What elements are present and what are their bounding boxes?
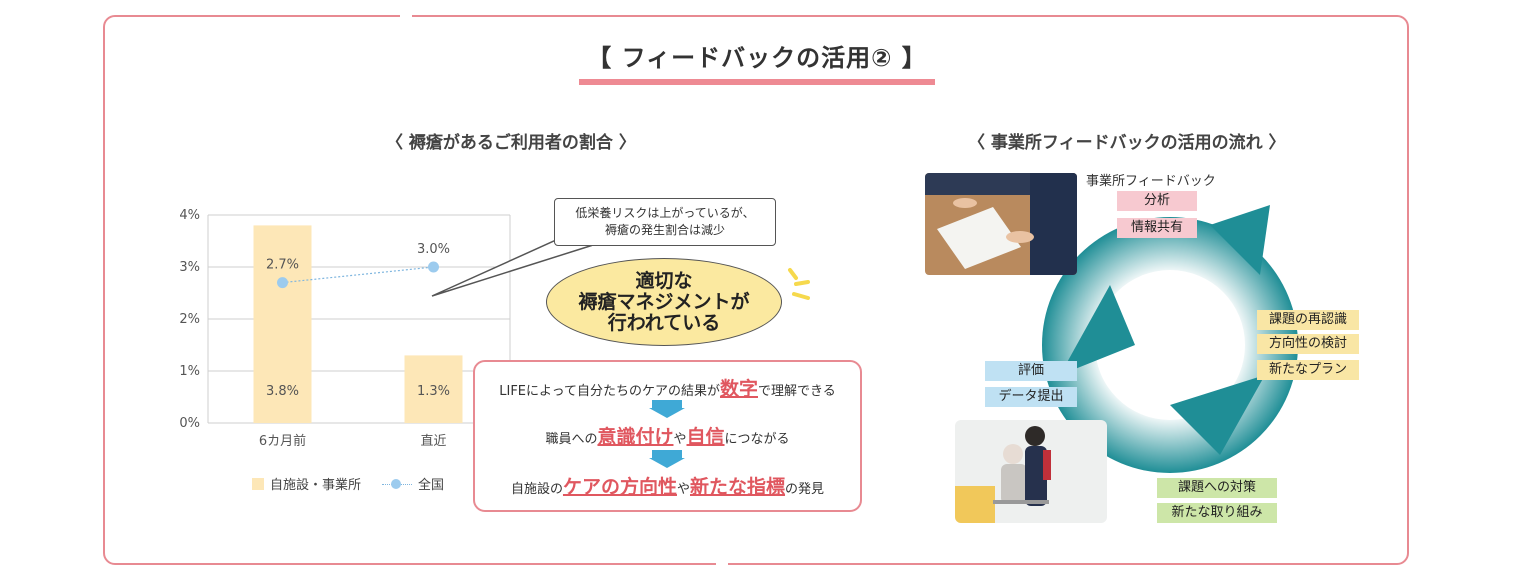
emphasis-sparks-icon [788, 268, 810, 300]
benefit-3-text: 自施設の [510, 482, 563, 497]
legend-line-swatch [382, 478, 412, 490]
tag-new-initiative: 新たな取り組み [1157, 503, 1277, 523]
flow-subtitle: 〈 事業所フィードバックの活用の流れ 〉 [968, 133, 1286, 153]
conclusion-ellipse: 適切な 褥瘡マネジメントが 行われている [546, 258, 782, 346]
care-photo [955, 420, 1107, 523]
national-point-2 [428, 261, 439, 273]
legend-bar-label: 自施設・事業所 [270, 478, 362, 493]
frame-gap-bottom [716, 563, 728, 567]
legend-bar-item: 自施設・事業所 [252, 474, 361, 493]
bar-value-label: 1.3% [417, 384, 450, 399]
y-tick-label: 0% [179, 416, 200, 431]
line-value-label: 3.0% [417, 242, 450, 257]
benefit-1-text-end: で理解できる [758, 384, 836, 399]
feedback-cycle [1042, 205, 1298, 473]
cycle-center [1095, 270, 1245, 420]
frame-gap-top [400, 13, 412, 17]
benefit-1-text: LIFEによって自分たちのケアの結果が [499, 384, 720, 399]
bar-value-label: 3.8% [266, 384, 299, 399]
tag-countermeasure: 課題への対策 [1157, 478, 1277, 498]
page-title: 【 フィードバックの活用② 】 [579, 38, 935, 85]
benefit-3-text-mid: や [676, 482, 690, 497]
benefit-2-text: 職員への [545, 432, 598, 447]
callout-line-1: 低栄養リスクは上がっているが、 [575, 206, 755, 220]
x-tick-label: 直近 [420, 434, 446, 449]
chart-subtitle: 〈 褥瘡があるご利用者の割合 〉 [386, 133, 636, 153]
benefit-1-highlight: 数字 [719, 378, 758, 400]
title-wrap: 【 フィードバックの活用② 】 [0, 38, 1514, 85]
tag-reidentify-issues: 課題の再認識 [1257, 310, 1359, 330]
benefit-2-highlight-1: 意識付け [597, 426, 674, 448]
line-value-label: 2.7% [266, 258, 299, 273]
legend-line-label: 全国 [418, 478, 445, 493]
y-tick-label: 2% [179, 312, 200, 327]
tag-info-share: 情報共有 [1117, 218, 1197, 238]
benefit-3-highlight-1: ケアの方向性 [562, 476, 677, 498]
tag-evaluation: 評価 [985, 361, 1077, 381]
benefit-2-highlight-2: 自信 [686, 426, 725, 448]
cycle-arrow-head-1 [1210, 205, 1270, 275]
national-point-1 [277, 277, 288, 289]
tag-direction-review: 方向性の検討 [1257, 334, 1359, 354]
callout-line-2: 褥瘡の発生割合は減少 [604, 223, 725, 237]
tag-analysis: 分析 [1117, 191, 1197, 211]
y-tick-label: 1% [179, 364, 200, 379]
cycle-arrow-head-3 [1060, 285, 1135, 375]
feedback-label: 事業所フィードバック [1086, 174, 1216, 189]
benefit-line-2: 職員への意識付けや自信につながる [475, 422, 860, 449]
pressure-ulcer-chart: 4% 3% 2% 1% 0% 3.8% 6カ月前 1.3% 直近 2.7% 3.0% [179, 208, 511, 449]
y-tick-label: 3% [179, 260, 200, 275]
benefit-3-text-end: の発見 [785, 482, 825, 497]
meeting-photo [925, 173, 1077, 275]
x-tick-label: 6カ月前 [259, 433, 306, 449]
y-tick-label: 4% [179, 208, 200, 223]
care-photo-image [955, 420, 1107, 523]
benefit-line-1: LIFEによって自分たちのケアの結果が数字で理解できる [475, 374, 860, 401]
national-line [282, 266, 434, 284]
meeting-photo-image [925, 173, 1077, 275]
benefit-line-3: 自施設のケアの方向性や新たな指標の発見 [475, 472, 860, 499]
tag-new-plan: 新たなプラン [1257, 360, 1359, 380]
ellipse-line-3: 行われている [607, 311, 721, 334]
ellipse-line-2: 褥瘡マネジメントが [578, 290, 750, 313]
benefit-2-text-end: につながる [724, 432, 790, 447]
bar-2 [404, 355, 463, 423]
benefit-3-highlight-2: 新たな指標 [690, 476, 786, 498]
cycle-arrow-head-2 [1170, 375, 1265, 455]
benefit-2-text-mid: や [673, 432, 687, 447]
legend-bar-swatch [252, 477, 264, 490]
content-frame [103, 15, 1409, 565]
ellipse-line-1: 適切な [635, 269, 693, 292]
callout-box: 低栄養リスクは上がっているが、 褥瘡の発生割合は減少 [554, 198, 776, 246]
legend-line-item: 全国 [382, 474, 444, 493]
cycle-arrows [1060, 205, 1270, 455]
benefits-box: LIFEによって自分たちのケアの結果が数字で理解できる 職員への意識付けや自信に… [473, 360, 862, 512]
bar-1 [253, 225, 312, 423]
tag-data-submission: データ提出 [985, 387, 1077, 407]
